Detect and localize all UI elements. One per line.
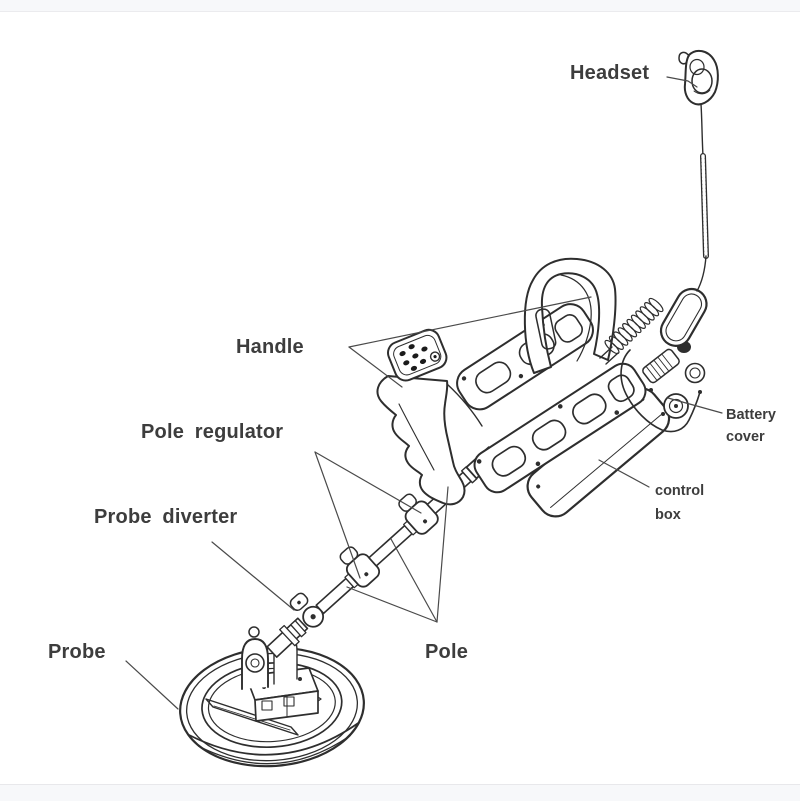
label-control-box: control box [655, 483, 705, 523]
control-pad-buttons [399, 344, 428, 371]
leader-battery-cover [667, 397, 723, 414]
leader-headset [666, 76, 698, 88]
bottom-page-strip [0, 784, 800, 801]
label-handle: Handle [236, 336, 304, 358]
frame-rail [473, 362, 647, 494]
probe-coil [179, 617, 365, 768]
shaft-spring [599, 297, 664, 365]
pole-assembly [289, 446, 500, 638]
label-probe: Probe [48, 641, 106, 663]
label-pole-regulator: Pole regulator [141, 421, 284, 443]
pole-regulator-clamp-upper [398, 493, 439, 535]
label-probe-diverter: Probe diverter [94, 506, 238, 528]
top-page-strip [0, 0, 800, 12]
control-pad [387, 328, 448, 382]
label-headset: Headset [570, 62, 650, 84]
battery-tube [642, 348, 680, 384]
leader-probe-diverter [211, 541, 295, 611]
battery-compartment [620, 341, 706, 433]
leader-pole-regulator-upper [314, 451, 422, 514]
leader-pole-regulator-lower [314, 451, 361, 579]
leader-handle-grip [348, 346, 403, 388]
leader-handle-armrest [348, 296, 592, 348]
leader-pole-c [436, 486, 449, 623]
leader-lines [125, 76, 723, 710]
leader-pole-a [346, 586, 438, 623]
leader-probe [125, 660, 179, 710]
headset-cable [696, 103, 709, 292]
headset-earpiece [678, 49, 719, 106]
label-battery-cover: Battery cover [726, 407, 776, 445]
handle-grip [376, 375, 483, 506]
armrest-cuff [523, 257, 617, 374]
hanger-loop [659, 287, 708, 347]
leader-pole-b [390, 538, 438, 623]
leader-control-box [598, 459, 650, 488]
battery-cover-cap [663, 362, 706, 419]
label-pole: Pole [425, 641, 469, 663]
